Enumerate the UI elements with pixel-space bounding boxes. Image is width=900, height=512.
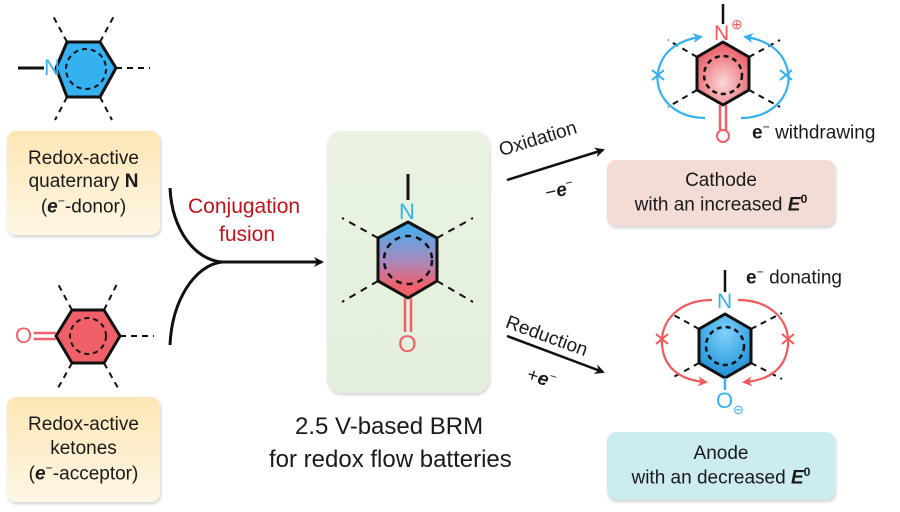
quaternary-n-bold-n: N [124, 171, 139, 193]
cathode-subtitle: with an increased E0 [635, 192, 808, 217]
fusion-arrow-lower-branch [168, 260, 223, 346]
reactant-o-atom: O [15, 323, 33, 348]
anode-title: Anode [693, 442, 749, 464]
oxidized-molecule [651, 4, 793, 143]
role-text: -acceptor) [52, 463, 139, 485]
ketone-line1: Redox-active [28, 414, 139, 436]
ketone-line2: ketones [50, 437, 117, 459]
quaternary-n-label-box: Redox-active quaternary N (e−-donor) [7, 131, 160, 235]
conjugation-fusion-label-line1: Conjugation [188, 195, 301, 218]
effect-text: donating [763, 267, 842, 289]
ketone-role: (e−-acceptor) [29, 461, 139, 486]
potential-superscript: 0 [803, 465, 811, 480]
electron-charge: − [762, 120, 770, 134]
reduced-n-atom: N [717, 290, 733, 313]
electron-symbol: e [47, 196, 58, 218]
conjugation-fusion-label-line2: fusion [219, 223, 276, 246]
electron-charge: − [756, 265, 764, 279]
oxidation-arrow [506, 147, 605, 182]
effect-text: withdrawing [769, 122, 876, 144]
quaternary-n-line1: Redox-active [28, 147, 139, 169]
oxidized-n-atom: N [714, 22, 730, 45]
quaternary-n-line2-text: quaternary [28, 171, 125, 193]
reactant-n-atom: N [44, 55, 60, 80]
role-open-paren: ( [28, 463, 35, 485]
quaternary-n-ring [18, 13, 150, 121]
product-n-atom: N [399, 199, 415, 224]
electron-charge: − [57, 194, 65, 209]
cathode-subtitle-text: with an increased [634, 194, 788, 216]
role-open-paren: ( [40, 196, 48, 218]
product-molecule [341, 174, 474, 332]
ketone-label-box: Redox-active ketones (e−-acceptor) [7, 397, 160, 502]
quaternary-n-role: (e−-donor) [41, 194, 126, 219]
anode-subtitle: with an decreased E0 [631, 465, 810, 490]
donating-effect-label: e− donating [746, 265, 842, 289]
role-text: -donor) [64, 196, 127, 218]
reduced-o-atom: O [716, 388, 734, 413]
electron-symbol: e [35, 463, 46, 485]
anode-result-box: Anode with an decreased E0 [607, 432, 835, 500]
potential-symbol: E [790, 467, 804, 489]
electron-charge: − [45, 460, 53, 475]
anode-subtitle-text: with an decreased [631, 467, 791, 489]
ketone-ring [34, 283, 154, 389]
quaternary-n-line2: quaternary N [29, 170, 139, 194]
product-caption-line1: 2.5 V-based BRM [295, 413, 484, 440]
electron-symbol: e [752, 122, 763, 144]
negative-charge-icon: ⊖ [733, 402, 744, 417]
cathode-title: Cathode [685, 169, 757, 191]
cathode-result-box: Cathode with an increased E0 [607, 160, 835, 226]
fusion-arrow-upper-branch [168, 187, 223, 264]
positive-charge-icon: ⊕ [731, 16, 743, 32]
potential-superscript: 0 [800, 192, 808, 207]
reduction-arrow [506, 334, 605, 374]
potential-symbol: E [787, 194, 801, 216]
electron-symbol: e [746, 267, 757, 289]
product-caption-line2: for redox flow batteries [269, 446, 512, 473]
product-o-atom: O [398, 331, 417, 358]
reduced-molecule [655, 270, 795, 390]
withdrawing-effect-label: e− withdrawing [752, 120, 875, 144]
